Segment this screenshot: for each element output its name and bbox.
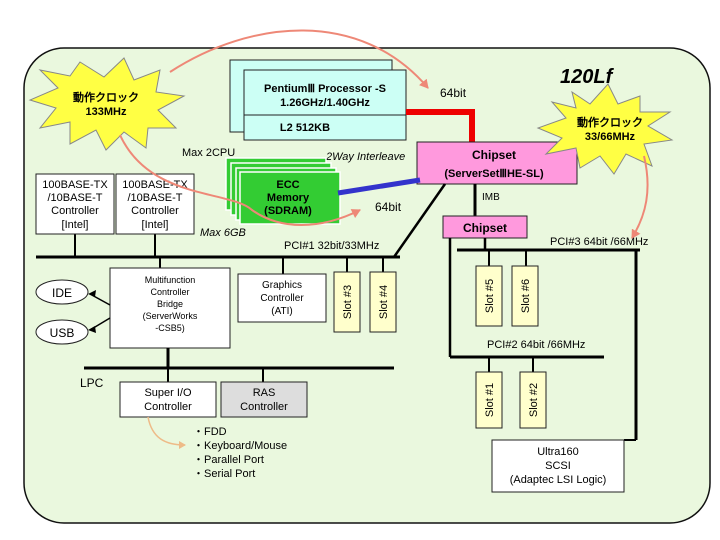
- nic1-line4: [Intel]: [62, 219, 89, 231]
- clock-starburst-left: 動作クロック 133MHz: [28, 57, 186, 151]
- superio-line2: Controller: [144, 401, 192, 413]
- peripheral-keyboard-mouse: ・Keyboard/Mouse: [193, 440, 287, 452]
- imb-label: IMB: [482, 192, 500, 203]
- cpu-max: Max 2CPU: [182, 147, 235, 159]
- usb-label: USB: [50, 326, 75, 340]
- ide-label: IDE: [52, 286, 72, 300]
- usb-arrow-head: [88, 326, 96, 333]
- chipset-main-sub: (ServerSetⅢHE-SL): [444, 168, 544, 180]
- slot-1-label: Slot #1: [484, 383, 496, 417]
- chipset-io-title: Chipset: [463, 221, 507, 235]
- pci1-label: PCI#1 32bit/33MHz: [284, 240, 379, 252]
- slot-6-label: Slot #6: [520, 279, 532, 313]
- pci3-label: PCI#3 64bit /66MHz: [550, 236, 648, 248]
- lpc-label: LPC: [80, 376, 104, 390]
- cpu-speed: 1.26GHz/1.40GHz: [280, 97, 370, 109]
- pci2-label: PCI#2 64bit /66MHz: [487, 339, 585, 351]
- ras-line2: Controller: [240, 401, 288, 413]
- graphics-controller: Graphics Controller (ATI): [237, 273, 327, 323]
- peripheral-serial: ・Serial Port: [193, 468, 255, 480]
- usb-port: [35, 319, 89, 345]
- nic2-line2: /10BASE-T: [127, 192, 182, 204]
- slot-4-label: Slot #4: [378, 285, 390, 319]
- clock-left-line2: 133MHz: [86, 106, 127, 118]
- slot-3: [333, 271, 361, 333]
- bridge-controller: Multifunction Controller Bridge (ServerW…: [109, 267, 231, 349]
- chipset-main: Chipset (ServerSetⅢHE-SL): [416, 141, 578, 185]
- scsi-line3: (Adaptec LSI Logic): [510, 474, 607, 486]
- peripheral-list: ・FDD ・Keyboard/Mouse ・Parallel Port ・Ser…: [193, 426, 287, 480]
- nic1-line1: 100BASE-TX: [42, 179, 108, 191]
- bridge-line5: -CSB5): [155, 323, 185, 333]
- clock-arrow-to-memory-bus: [119, 134, 361, 226]
- bus-label-64bit-top: 64bit: [440, 86, 467, 100]
- nic1-line3: Controller: [51, 205, 99, 217]
- bridge-line1: Multifunction: [145, 275, 196, 285]
- memory-stack: ECC Memory (SDRAM): [225, 157, 341, 225]
- clock-right-line2: 33/66MHz: [585, 131, 636, 143]
- memory-max: Max 6GB: [200, 227, 246, 239]
- nic2-line1: 100BASE-TX: [122, 179, 188, 191]
- nic-controller-1: 100BASE-TX /10BASE-T Controller [Intel]: [35, 173, 115, 235]
- peripheral-parallel: ・Parallel Port: [193, 454, 264, 466]
- chipset-to-pci1-line: [392, 183, 447, 258]
- graphics-line2: Controller: [260, 293, 304, 304]
- slot-2-label: Slot #2: [528, 383, 540, 417]
- clock-arrow-to-cpu-bus: [169, 29, 429, 89]
- memory-line2: Memory: [267, 192, 310, 204]
- scsi-controller: Ultra160 SCSI (Adaptec LSI Logic): [491, 439, 625, 493]
- slot-3-label: Slot #3: [342, 285, 354, 319]
- superio-controller: Super I/O Controller: [119, 381, 217, 418]
- nic2-line4: [Intel]: [142, 219, 169, 231]
- slot-5: [475, 265, 503, 327]
- cpu-box: PentiumⅢ Processor -S 1.26GHz/1.40GHz L2…: [243, 69, 407, 141]
- ras-controller: RAS Controller: [220, 381, 308, 418]
- nic2-line3: Controller: [131, 205, 179, 217]
- nic-controller-2: 100BASE-TX /10BASE-T Controller [Intel]: [115, 173, 195, 235]
- scsi-line1: Ultra160: [537, 446, 579, 458]
- slot-4: [369, 271, 397, 333]
- chipset-io: Chipset: [442, 215, 528, 239]
- memory-line1: ECC: [276, 179, 299, 191]
- clock-right-line1: 動作クロック: [577, 115, 643, 129]
- slot-2: [519, 371, 547, 429]
- slot-6: [511, 265, 539, 327]
- clock-left-line1: 動作クロック: [73, 90, 139, 104]
- cpu-bus-line: [406, 109, 475, 145]
- graphics-line1: Graphics: [262, 280, 302, 291]
- bus-label-64bit-mem: 64bit: [375, 200, 402, 214]
- ide-arrow-head: [88, 290, 96, 297]
- nic1-line2: /10BASE-T: [47, 192, 102, 204]
- scsi-line2: SCSI: [545, 460, 571, 472]
- bridge-line2: Controller: [150, 287, 189, 297]
- bridge-line3: Bridge: [157, 299, 183, 309]
- bridge-line4: (ServerWorks: [143, 311, 198, 321]
- superio-arrow-head: [179, 441, 186, 449]
- ide-port: [35, 279, 89, 305]
- memory-line3: (SDRAM): [264, 205, 312, 217]
- memory-bus-line: [337, 177, 421, 196]
- cpu-cache: L2 512KB: [280, 122, 330, 134]
- clock-arrow-to-pci3: [631, 155, 649, 239]
- model-name: 120Lf: [560, 66, 615, 88]
- interleave-label: 2Way Interleave: [325, 151, 405, 163]
- superio-line1: Super I/O: [144, 387, 192, 399]
- chipset-main-title: Chipset: [472, 148, 516, 162]
- slot-1: [475, 371, 503, 429]
- cpu-name: PentiumⅢ Processor -S: [264, 83, 386, 95]
- peripheral-fdd: ・FDD: [193, 426, 227, 438]
- graphics-line3: (ATI): [271, 306, 292, 317]
- ras-line1: RAS: [253, 387, 276, 399]
- clock-starburst-right: 動作クロック 33/66MHz: [536, 83, 674, 175]
- slot-5-label: Slot #5: [484, 279, 496, 313]
